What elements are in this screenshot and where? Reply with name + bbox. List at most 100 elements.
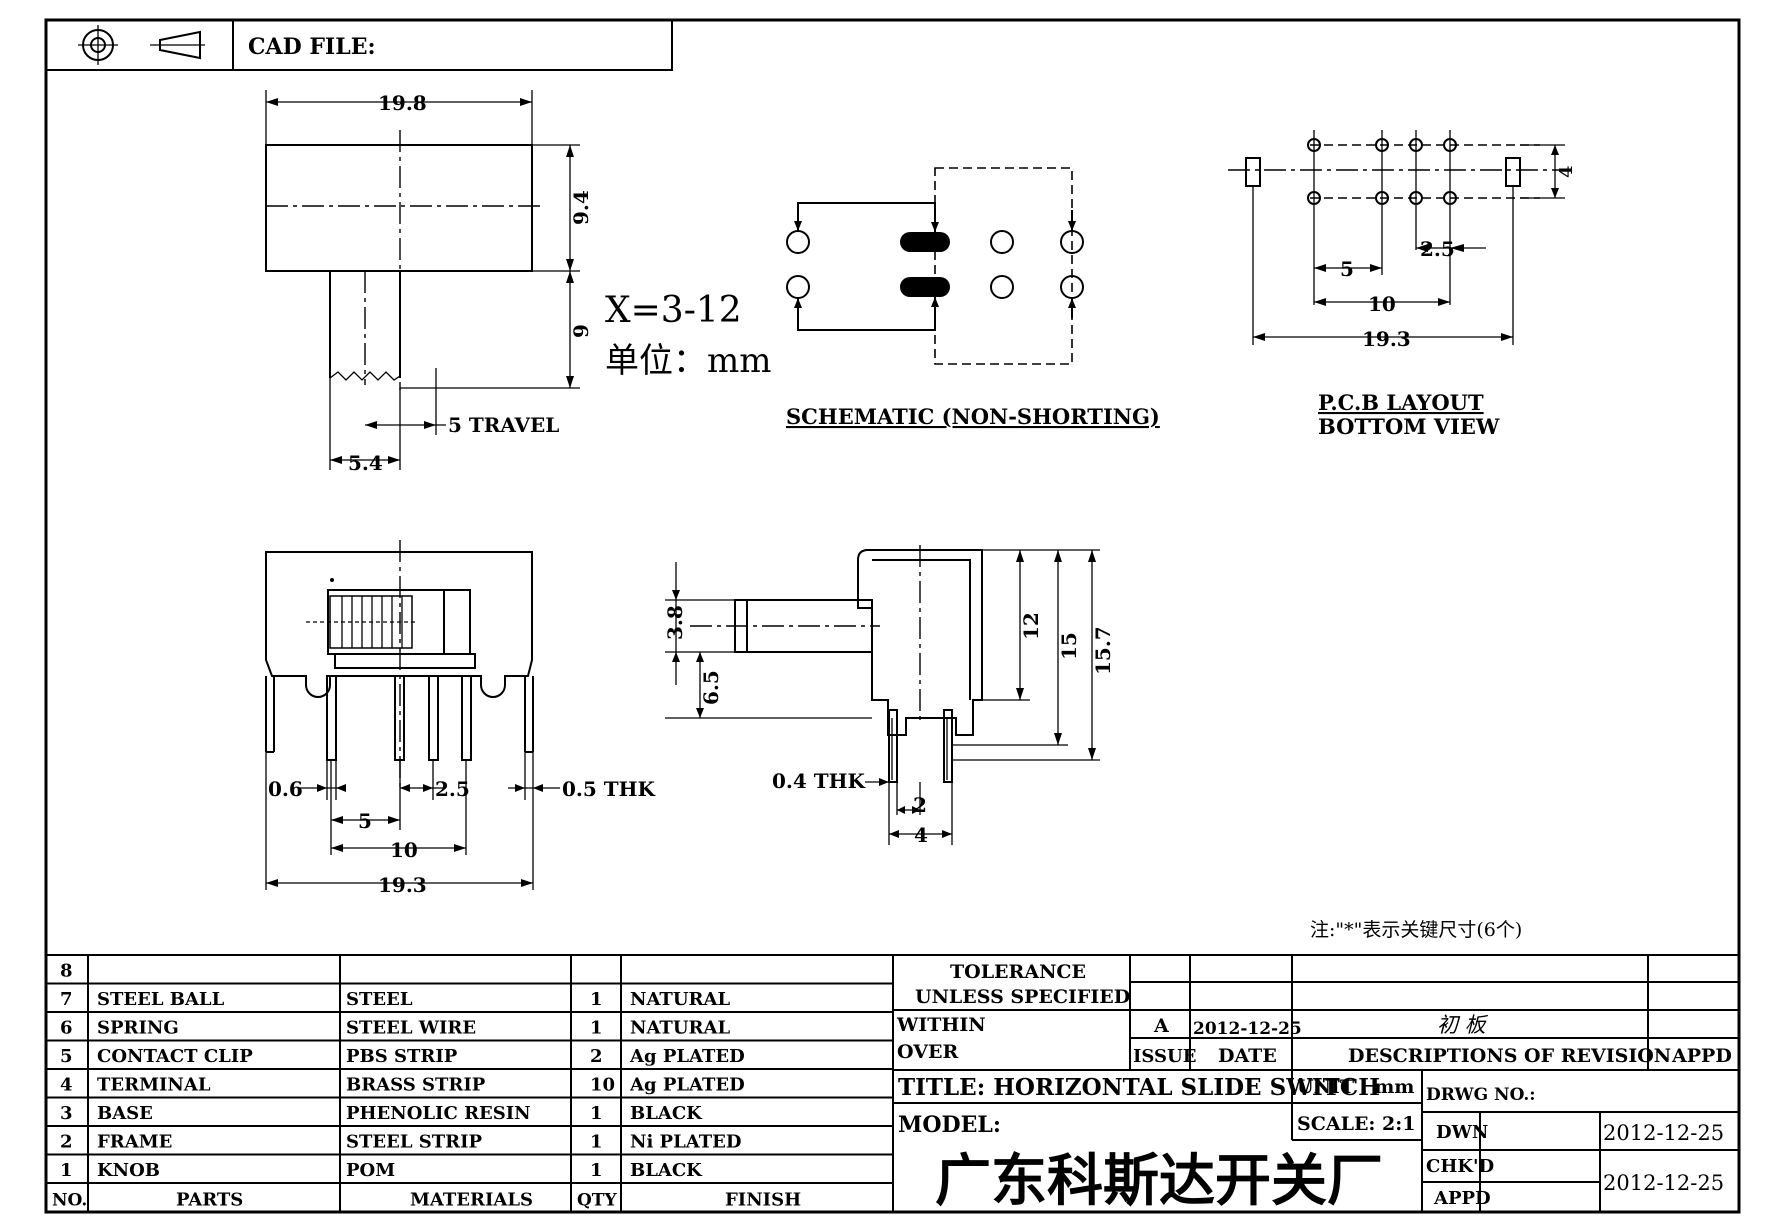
title-block: TOLERANCE UNLESS SPECIFIED WITHIN OVER A… bbox=[892, 954, 1740, 1214]
bom-cell-material: STEEL bbox=[346, 989, 413, 1010]
bom-cell-no: 5 bbox=[60, 1046, 73, 1067]
dim-19-8: 19.8 bbox=[378, 91, 427, 115]
side-view: 3.8 6.5 12 15 15.7 0.4 THK 2 4 bbox=[663, 545, 1115, 847]
pcb-title-line2: BOTTOM VIEW bbox=[1318, 414, 1500, 439]
within-label: WITHIN bbox=[896, 1014, 986, 1036]
appd2-label: APPD bbox=[1433, 1188, 1491, 1209]
front-dim-5: 5 bbox=[358, 809, 372, 833]
side-dim-15-7: 15.7 bbox=[1091, 626, 1115, 675]
chk-date: 2012-12-25 bbox=[1603, 1171, 1724, 1195]
schematic: SCHEMATIC (NON-SHORTING) bbox=[786, 167, 1160, 429]
side-dim-0-4thk: 0.4 THK bbox=[772, 769, 866, 793]
side-dim-3-8: 3.8 bbox=[663, 605, 687, 640]
cad-file-label: CAD FILE: bbox=[248, 34, 376, 60]
bom-cell-no: 8 bbox=[60, 961, 73, 982]
rev-date: 2012-12-25 bbox=[1193, 1019, 1302, 1039]
key-dimension-note: 注:"*"表示关键尺寸(6个) bbox=[1310, 919, 1522, 941]
projection-circle-icon bbox=[78, 25, 118, 65]
knob-ribs bbox=[306, 595, 418, 649]
bom-cell-qty: 10 bbox=[590, 1075, 615, 1096]
bom-cell-no: 1 bbox=[60, 1160, 73, 1181]
front-dim-10: 10 bbox=[390, 838, 418, 862]
pcb-dim-19-3: 19.3 bbox=[1362, 327, 1411, 351]
unit-label: 单位：mm bbox=[605, 341, 771, 381]
projection-cone-icon bbox=[150, 30, 205, 60]
dim-5-4: 5.4 bbox=[348, 451, 383, 475]
front-dim-2-5: 2.5 bbox=[435, 777, 470, 801]
bom-cell-no: 7 bbox=[60, 989, 73, 1010]
bom-header-finish: FINISH bbox=[725, 1190, 801, 1211]
bom-header-materials: MATERIALS bbox=[410, 1190, 533, 1211]
bom-cell-no: 6 bbox=[60, 1018, 73, 1039]
bom-cell-no: 2 bbox=[60, 1132, 73, 1153]
dim-9: 9 bbox=[569, 324, 593, 338]
bom-header-qty: QTY bbox=[577, 1191, 617, 1211]
company-name: 广东科斯达开关厂 bbox=[935, 1149, 1383, 1214]
side-dim-15: 15 bbox=[1057, 632, 1081, 660]
front-view: 0.6 2.5 0.5 THK 5 10 19.3 bbox=[265, 540, 656, 897]
unit-label-tb: UNIT : mm bbox=[1297, 1076, 1414, 1098]
bom-cell-finish: Ag PLATED bbox=[629, 1075, 745, 1096]
bom-cell-part: TERMINAL bbox=[97, 1075, 211, 1096]
dim-9-4: 9.4 bbox=[569, 190, 593, 225]
pcb-title-line1: P.C.B LAYOUT bbox=[1318, 390, 1484, 415]
schematic-title: SCHEMATIC (NON-SHORTING) bbox=[786, 404, 1160, 429]
bom-cell-qty: 2 bbox=[590, 1046, 603, 1067]
pcb-layout: 2.5 5 10 19.3 4 P.C.B LAYOUT BOTTOM VIEW bbox=[1228, 130, 1577, 439]
bom-cell-part: FRAME bbox=[97, 1132, 172, 1153]
appd-label: APPD bbox=[1671, 1045, 1732, 1067]
bom-cell-finish: Ni PLATED bbox=[630, 1132, 741, 1153]
bom-cell-no: 3 bbox=[60, 1103, 73, 1124]
side-dim-12: 12 bbox=[1019, 612, 1043, 640]
bom-cell-finish: Ag PLATED bbox=[629, 1046, 745, 1067]
front-dim-19-3: 19.3 bbox=[378, 873, 427, 897]
front-dim-0-5thk: 0.5 THK bbox=[562, 777, 656, 801]
bom-table: 8 7 STEEL BALL STEEL 1 NATURAL 6 SPRING STEEL WI… bbox=[45, 954, 894, 1213]
bom-cell-qty: 1 bbox=[590, 1132, 603, 1153]
rev-letter: A bbox=[1153, 1015, 1169, 1037]
bom-cell-part: BASE bbox=[97, 1103, 153, 1124]
side-dim-4: 4 bbox=[914, 823, 928, 847]
x-range-label: X=3-12 bbox=[605, 290, 742, 331]
bom-header-no: NO. bbox=[52, 1191, 87, 1211]
bom-cell-part: KNOB bbox=[97, 1160, 160, 1181]
scale-label: SCALE: 2:1 bbox=[1297, 1113, 1416, 1135]
bom-cell-material: STEEL STRIP bbox=[346, 1132, 483, 1153]
bom-cell-no: 4 bbox=[60, 1075, 73, 1096]
issue-label: ISSUE bbox=[1133, 1046, 1196, 1067]
bom-cell-part: SPRING bbox=[97, 1018, 179, 1039]
bom-cell-finish: BLACK bbox=[630, 1160, 703, 1181]
drawing-title: TITLE: HORIZONTAL SLIDE SWITCH bbox=[898, 1074, 1380, 1101]
top-view: 19.8 9.4 9 5.4 5 TRAVEL X=3-12 单位：mm bbox=[265, 90, 771, 475]
tolerance-line2: UNLESS SPECIFIED bbox=[915, 986, 1130, 1008]
chkd-label: CHK'D bbox=[1426, 1156, 1494, 1177]
bom-cell-material: BRASS STRIP bbox=[346, 1075, 486, 1096]
bom-cell-part: STEEL BALL bbox=[97, 989, 225, 1010]
rev-description: 初 板 bbox=[1437, 1013, 1489, 1037]
dwn-date: 2012-12-25 bbox=[1603, 1121, 1724, 1145]
bom-header-parts: PARTS bbox=[176, 1190, 243, 1211]
side-pins bbox=[888, 709, 953, 783]
pcb-dim-10: 10 bbox=[1368, 292, 1396, 316]
date-label: DATE bbox=[1218, 1045, 1277, 1067]
travel-label: 5 TRAVEL bbox=[448, 413, 559, 437]
model-label: MODEL: bbox=[898, 1112, 1001, 1138]
side-dim-6-5: 6.5 bbox=[699, 670, 723, 705]
drwg-no-label: DRWG NO.: bbox=[1426, 1085, 1536, 1105]
descriptions-label: DESCRIPTIONS OF REVISION bbox=[1348, 1045, 1671, 1067]
bom-cell-part: CONTACT CLIP bbox=[97, 1046, 253, 1067]
header-block: CAD FILE: bbox=[46, 20, 673, 71]
dwn-label: DWN bbox=[1436, 1122, 1488, 1143]
pcb-dim-4: 4 bbox=[1556, 165, 1577, 178]
side-dim-2: 2 bbox=[913, 793, 927, 817]
over-label: OVER bbox=[897, 1041, 958, 1063]
bom-cell-material: PBS STRIP bbox=[346, 1046, 458, 1067]
bom-cell-qty: 1 bbox=[590, 989, 603, 1010]
bom-cell-finish: BLACK bbox=[630, 1103, 703, 1124]
bom-cell-qty: 1 bbox=[590, 1018, 603, 1039]
bom-cell-finish: NATURAL bbox=[630, 989, 730, 1010]
pcb-dim-2-5: 2.5 bbox=[1420, 237, 1455, 261]
bom-cell-material: STEEL WIRE bbox=[346, 1018, 476, 1039]
front-dim-0-6: 0.6 bbox=[268, 777, 303, 801]
